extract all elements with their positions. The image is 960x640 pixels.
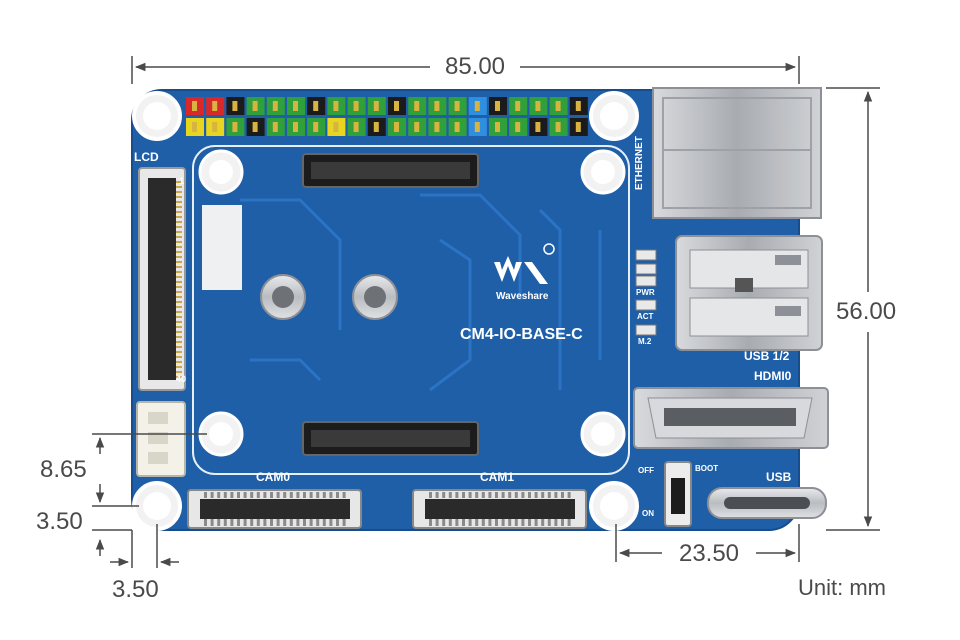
hole-offset-y-label: 8.65	[40, 456, 87, 483]
status-leds	[635, 249, 657, 336]
standoffs	[260, 274, 398, 320]
brand-label: Waveshare	[496, 291, 549, 302]
usb-label: USB	[766, 470, 792, 484]
height-dimension-label: 56.00	[836, 298, 897, 325]
gpio-header	[186, 97, 588, 136]
unit-note: Unit: mm	[798, 575, 886, 600]
waveshare-logo-icon	[494, 243, 555, 284]
cam0-label: CAM0	[256, 470, 291, 484]
boot-label: BOOT	[695, 464, 719, 473]
hdmi0-label: HDMI0	[754, 369, 792, 383]
mounting-holes	[132, 91, 639, 531]
cm4-connector-top	[302, 153, 479, 188]
hdmi-port	[633, 387, 829, 449]
ethernet-label: ETHERNET	[634, 136, 645, 190]
usb-c-port	[707, 487, 827, 519]
usb-port-1-2	[675, 235, 823, 351]
width-dimension-label: 85.00	[444, 53, 506, 80]
m2-label: M.2	[638, 337, 652, 346]
pwr-label: PWR	[636, 288, 655, 297]
cam1-label: CAM1	[480, 470, 515, 484]
cm4-outline	[192, 145, 630, 475]
dimension-lines	[92, 56, 880, 568]
usb-spacing-label: 23.50	[678, 540, 740, 567]
lcd-pin-1-label: 1	[179, 176, 185, 186]
on-label: ON	[642, 509, 654, 518]
traces	[240, 193, 602, 392]
lcd-connector	[138, 167, 186, 391]
ethernet-port	[652, 87, 822, 219]
lcd-pin-40-label: 40	[176, 374, 187, 384]
usb12-label: USB 1/2	[744, 349, 790, 363]
act-label: ACT	[637, 312, 654, 321]
boot-switch	[664, 461, 692, 527]
lcd-label: LCD	[134, 150, 159, 164]
cm4-connector-bottom	[302, 421, 479, 456]
label-sticker	[202, 205, 242, 290]
hole-offset-bottom-label: 3.50	[36, 508, 83, 535]
fan-connector	[136, 401, 186, 477]
hole-offset-left-label: 3.50	[112, 576, 159, 603]
cam0-connector	[187, 489, 362, 529]
off-label: OFF	[638, 466, 654, 475]
board-model-label: CM4-IO-BASE-C	[460, 326, 583, 343]
cam1-connector	[412, 489, 587, 529]
